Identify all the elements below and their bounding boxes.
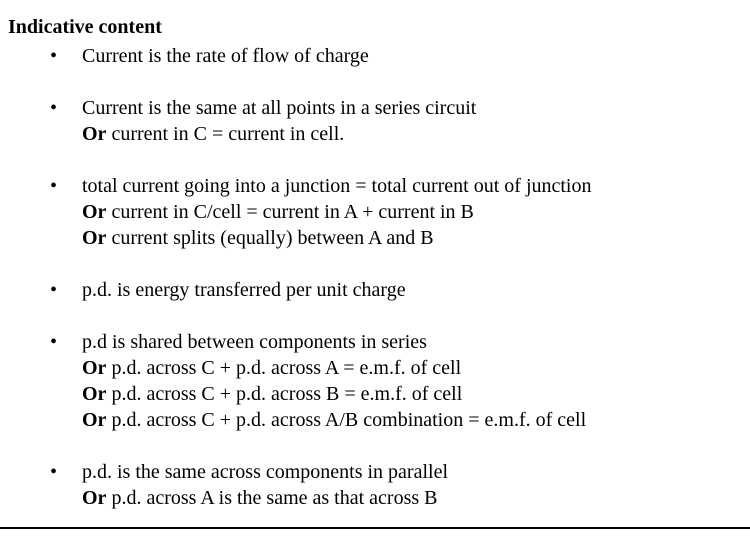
or-keyword: Or bbox=[82, 383, 107, 405]
bullet-line: p.d. is the same across components in pa… bbox=[82, 461, 449, 483]
bullet-item: • Current is the rate of flow of charge bbox=[0, 43, 750, 69]
bullet-line: Or p.d. across A is the same as that acr… bbox=[82, 487, 438, 509]
bullet-text: p.d. is energy transferred per unit char… bbox=[82, 277, 740, 303]
bullet-line: p.d. is energy transferred per unit char… bbox=[82, 279, 406, 301]
bullet-line: Or p.d. across C + p.d. across B = e.m.f… bbox=[82, 383, 463, 405]
bullet-marker-icon: • bbox=[50, 461, 58, 483]
bullet-item: • Current is the same at all points in a … bbox=[0, 95, 750, 147]
bullet-marker-icon: • bbox=[50, 45, 58, 67]
bullet-line: Current is the rate of flow of charge bbox=[82, 45, 369, 67]
bullet-text: p.d is shared between components in seri… bbox=[82, 329, 740, 433]
bullet-item: • p.d. is the same across components in p… bbox=[0, 459, 750, 511]
bullet-marker-icon: • bbox=[50, 331, 58, 353]
bullet-item: • total current going into a junction = t… bbox=[0, 173, 750, 251]
or-keyword: Or bbox=[82, 227, 107, 249]
bullet-item: • p.d. is energy transferred per unit cha… bbox=[0, 277, 750, 303]
indicative-content-list: • Current is the rate of flow of charge • C… bbox=[0, 43, 750, 511]
bullet-text: p.d. is the same across components in pa… bbox=[82, 459, 740, 511]
or-keyword: Or bbox=[82, 201, 107, 223]
bullet-line: Or current in C/cell = current in A + cu… bbox=[82, 201, 474, 223]
indicative-content-heading: Indicative content bbox=[8, 16, 162, 38]
horizontal-rule bbox=[0, 527, 750, 529]
bullet-line: Or current splits (equally) between A an… bbox=[82, 227, 434, 249]
bullet-line: Or current in C = current in cell. bbox=[82, 123, 345, 145]
bullet-text: Current is the same at all points in a s… bbox=[82, 95, 740, 147]
bullet-marker-icon: • bbox=[50, 279, 58, 301]
bullet-item: • p.d is shared between components in ser… bbox=[0, 329, 750, 433]
or-keyword: Or bbox=[82, 357, 107, 379]
bullet-text: total current going into a junction = to… bbox=[82, 173, 740, 251]
bullet-line: Or p.d. across C + p.d. across A = e.m.f… bbox=[82, 357, 462, 379]
bullet-marker-icon: • bbox=[50, 97, 58, 119]
bullet-marker-icon: • bbox=[50, 175, 58, 197]
or-keyword: Or bbox=[82, 123, 107, 145]
bullet-line: total current going into a junction = to… bbox=[82, 175, 592, 197]
bullet-text: Current is the rate of flow of charge bbox=[82, 43, 740, 69]
or-keyword: Or bbox=[82, 409, 107, 431]
or-keyword: Or bbox=[82, 487, 107, 509]
bullet-line: p.d is shared between components in seri… bbox=[82, 331, 427, 353]
bullet-line: Or p.d. across C + p.d. across A/B combi… bbox=[82, 409, 587, 431]
bullet-line: Current is the same at all points in a s… bbox=[82, 97, 477, 119]
